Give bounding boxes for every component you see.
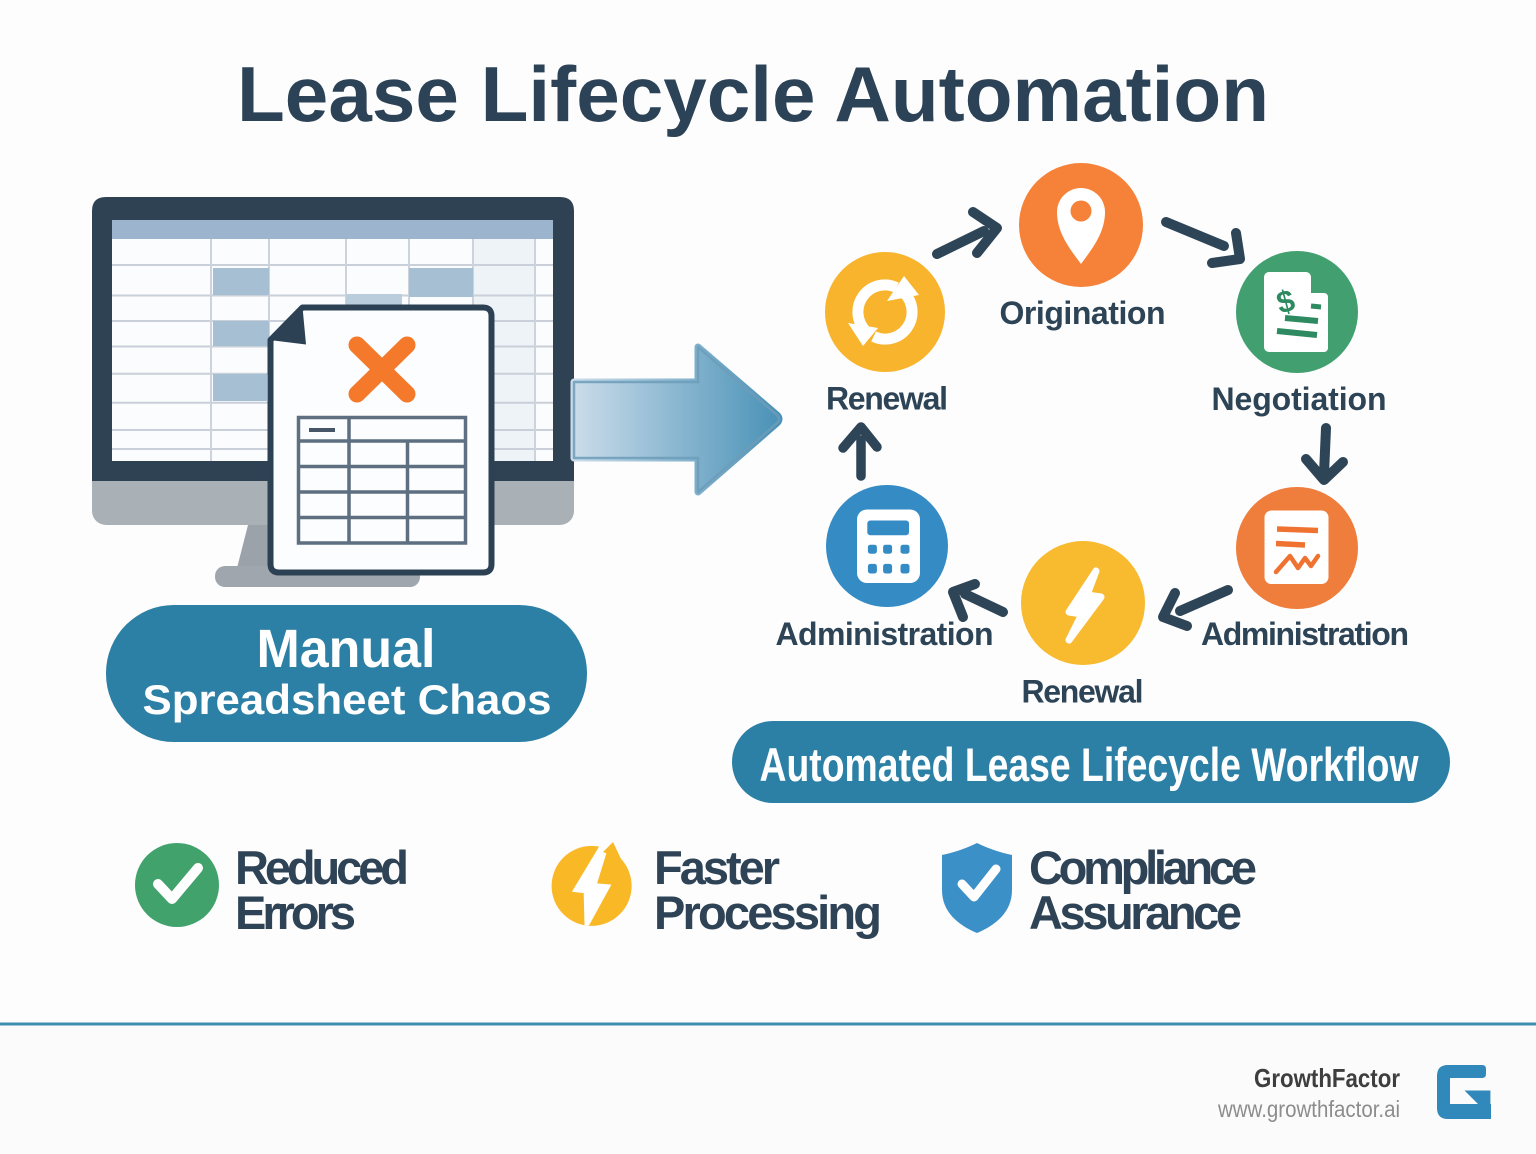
svg-text:Administration: Administration — [1201, 616, 1409, 652]
svg-text:Automated Lease Lifecycle Work: Automated Lease Lifecycle Workflow — [760, 738, 1419, 791]
svg-text:Negotiation: Negotiation — [1212, 381, 1387, 417]
svg-text:Origination: Origination — [1000, 295, 1166, 331]
svg-text:www.growthfactor.ai: www.growthfactor.ai — [1217, 1096, 1400, 1122]
svg-text:Errors: Errors — [235, 886, 356, 939]
svg-text:Renewal: Renewal — [826, 381, 948, 417]
svg-text:Faster: Faster — [654, 841, 780, 894]
svg-text:Administration: Administration — [776, 616, 994, 652]
svg-text:Lease Lifecycle Automation: Lease Lifecycle Automation — [237, 50, 1269, 138]
svg-text:GrowthFactor: GrowthFactor — [1254, 1063, 1400, 1093]
svg-text:Compliance: Compliance — [1029, 841, 1257, 894]
svg-text:Manual: Manual — [257, 619, 436, 679]
svg-text:Spreadsheet Chaos: Spreadsheet Chaos — [143, 676, 552, 723]
svg-text:Renewal: Renewal — [1022, 674, 1144, 710]
svg-text:Assurance: Assurance — [1029, 886, 1242, 939]
svg-text:Reduced: Reduced — [235, 841, 409, 894]
svg-text:Processing: Processing — [654, 886, 882, 939]
